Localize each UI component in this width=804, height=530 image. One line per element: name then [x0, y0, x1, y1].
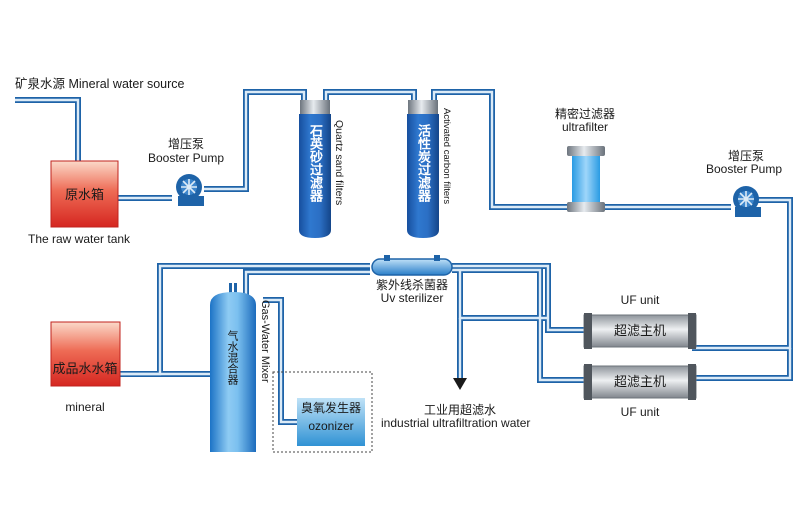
product-water-tank [50, 321, 121, 387]
uf-main-unit-1 [583, 313, 697, 349]
ozonizer-unit [297, 398, 365, 446]
carbon-cn-label: 活性炭过滤器 [416, 124, 431, 202]
booster-pump-2-en-label: Booster Pump [705, 162, 783, 176]
uv-sterilizer-en-label: Uv sterilizer [380, 291, 444, 305]
ozonizer-cn-label: 臭氧发生器 [300, 401, 361, 415]
carbon-en-label: Activated carbon filters [441, 108, 452, 205]
pump-icon [176, 174, 204, 206]
uf-unit-top-label: UF unit [620, 293, 660, 307]
uf-main-2-label: 超滤主机 [613, 374, 666, 389]
raw-tank-en-label: The raw water tank [28, 232, 131, 246]
ozonizer-dotted-frame [272, 371, 373, 453]
pump-icon [733, 186, 761, 217]
gas-mixer-en-label: Gas-Water Mixer [259, 300, 271, 383]
product-tank-en-label: mineral [65, 400, 105, 414]
arrow-down-icon [453, 378, 467, 390]
gas-mixer-cn-label: 气水混合器 [226, 330, 238, 385]
ozonizer-en-label: ozonizer [308, 419, 354, 433]
uf-main-unit-2 [583, 364, 697, 400]
booster-pump-1-en-label: Booster Pump [147, 151, 225, 165]
pipe-quartz-to-carbon [323, 89, 417, 104]
quartz-en-label: Quartz sand filters [333, 120, 345, 206]
ultrafilter-en-label: ultrafilter [561, 120, 608, 134]
uf-unit-bottom-label: UF unit [620, 405, 660, 419]
mineral-source-label: 矿泉水源 Mineral water source [15, 77, 185, 91]
booster-pump-1-cn-label: 增压泵 [167, 137, 204, 151]
booster-pump-2-cn-label: 增压泵 [727, 149, 764, 163]
raw-water-tank [50, 160, 119, 228]
quartz-cn-label: 石英砂过滤器 [308, 124, 323, 202]
uv-sterilizer [371, 255, 453, 276]
product-tank-cn-label: 成品水水箱 [52, 361, 118, 376]
uf-main-1-label: 超滤主机 [613, 323, 666, 338]
industrial-water-en-label: industrial ultrafiltration water [381, 416, 531, 430]
raw-tank-cn-label: 原水箱 [64, 187, 104, 202]
pipe-source-to-tank [15, 97, 81, 162]
gas-water-mixer [210, 283, 256, 452]
precision-filter-cn-label: 精密过滤器 [554, 107, 615, 121]
ultrafilter-cartridge [567, 146, 605, 212]
quartz-filter-vessel [299, 100, 331, 238]
uv-sterilizer-cn-label: 紫外线杀菌器 [375, 278, 448, 292]
pipe-pump2-to-uf [692, 197, 793, 351]
industrial-water-cn-label: 工业用超滤水 [423, 403, 496, 417]
pipes [15, 89, 793, 425]
pipe-uf2-in [692, 348, 793, 381]
carbon-filter-vessel [407, 100, 439, 238]
